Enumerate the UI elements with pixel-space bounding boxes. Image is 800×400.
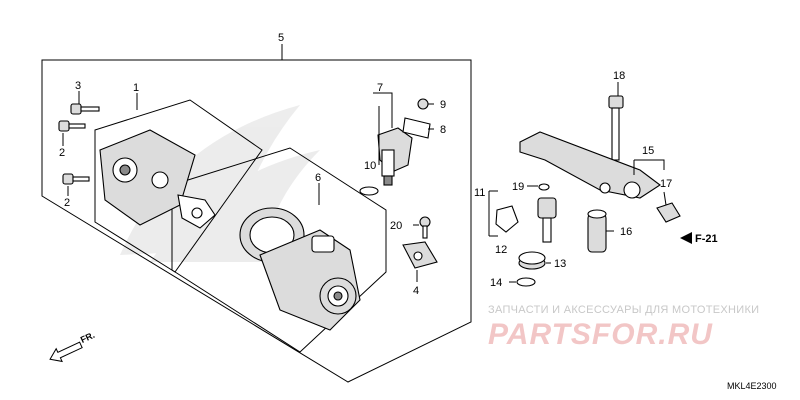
watermark-subtitle: ЗАПЧАСТИ И АКСЕССУАРЫ ДЛЯ МОТОТЕХНИКИ	[488, 304, 760, 316]
assembly-frame-1	[94, 99, 263, 273]
o-ring-10	[359, 186, 379, 196]
label-18: 18	[613, 70, 625, 82]
bolt-2-lower	[62, 173, 90, 185]
wing-emblem-watermark	[120, 105, 320, 262]
assembly-frame-6	[171, 147, 387, 353]
front-direction-arrow: FR.	[49, 330, 96, 363]
ref-f21: F-21	[680, 232, 718, 245]
callout-labels: 5 3 1 2 2 6 7 9 8 10 20 4 18 15 17 11 19…	[59, 32, 672, 297]
ring-14	[516, 277, 536, 287]
valve-part-7	[377, 127, 413, 186]
front-direction-label: FR.	[79, 330, 96, 345]
label-8: 8	[440, 124, 446, 136]
label-10: 10	[364, 160, 376, 172]
clip-12	[495, 205, 519, 233]
label-12: 12	[495, 244, 507, 256]
label-19: 19	[512, 181, 524, 193]
label-9: 9	[440, 99, 446, 111]
label-3: 3	[75, 80, 81, 92]
bracket-part-1	[99, 129, 216, 229]
throttle-body-part-6	[239, 207, 361, 331]
label-11: 11	[474, 187, 485, 199]
bracket-part-4	[402, 241, 438, 269]
screw-9	[417, 98, 429, 110]
fuel-rail-part-15	[519, 131, 661, 199]
label-20: 20	[390, 220, 402, 232]
label-17: 17	[660, 178, 672, 190]
label-5: 5	[278, 32, 284, 44]
gasket-8	[402, 117, 431, 139]
bolt-2-upper	[58, 120, 86, 132]
label-13: 13	[554, 258, 566, 270]
label-6: 6	[315, 172, 321, 184]
label-1: 1	[133, 82, 139, 94]
label-16: 16	[620, 226, 632, 238]
label-14: 14	[490, 277, 502, 289]
label-4: 4	[413, 285, 419, 297]
clip-17	[656, 202, 681, 223]
label-15: 15	[642, 145, 654, 157]
seal-13	[518, 251, 546, 270]
screw-20	[419, 216, 431, 239]
watermark-brand: PARTSFOR.RU	[488, 318, 713, 351]
injector-part-11	[537, 183, 557, 243]
collar-16	[587, 209, 607, 253]
ref-f21-label: F-21	[695, 233, 718, 245]
bolt-18	[608, 95, 624, 161]
leader-lines	[62, 44, 667, 283]
assembly-frame-5	[41, 59, 472, 383]
label-2-upper: 2	[59, 147, 65, 159]
label-2-lower: 2	[64, 197, 70, 209]
label-7: 7	[377, 82, 383, 94]
drawing-code: MKL4E2300	[727, 381, 777, 391]
bolt-3	[70, 103, 100, 115]
